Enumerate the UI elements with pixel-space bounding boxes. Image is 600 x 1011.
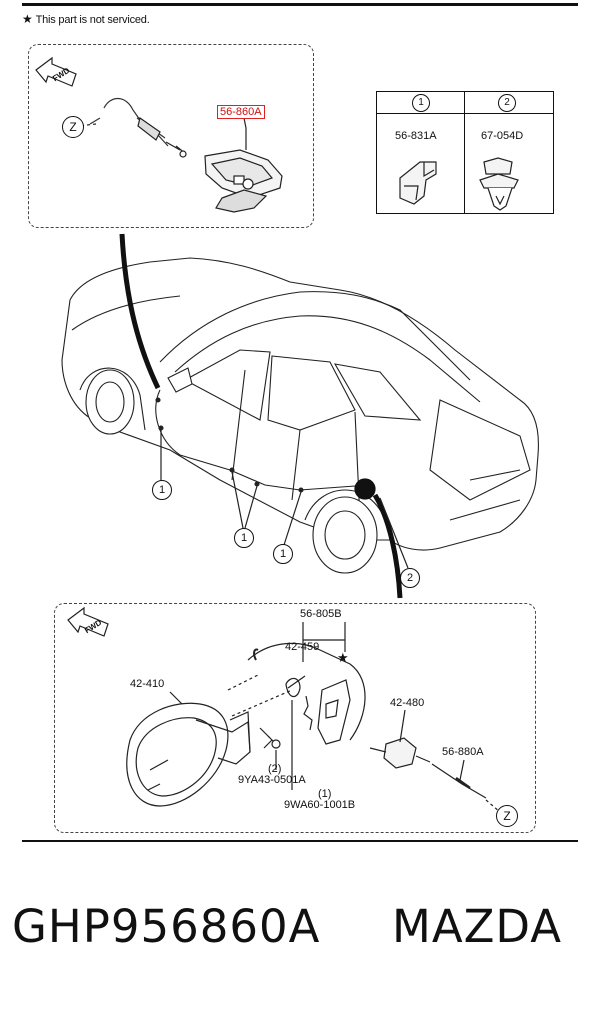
legend-divider-horizontal [377,113,553,114]
bottom-fwd-arrow [67,606,109,637]
part-56-805B: 56-805B [300,608,342,620]
car-callout-1b: 1 [234,528,254,548]
part-9YA43-0501A: 9YA43-0501A [238,774,306,786]
star-icon: ★ [22,12,33,26]
part-42-459: 42-459 [285,641,320,653]
not-serviced-note: ★This part is not serviced. [22,12,150,26]
qty-2: (2) [268,763,282,775]
highlighted-part-56-860A: 56-860A [217,105,265,119]
car-callout-2: 2 [400,568,420,588]
part-9WA60-1001B: 9WA60-1001B [284,799,356,811]
bottom-z-reference: Z [496,805,518,827]
footer-brand: MAZDA [392,900,563,953]
opener-detail-panel [28,44,314,228]
sedan-drawing [61,257,539,574]
part-56-880A: 56-880A [442,746,484,758]
clip-56-831A-drawing [399,161,437,205]
part-42-480: 42-480 [390,697,425,709]
top-rule [22,3,578,6]
note-text: This part is not serviced. [35,14,150,26]
fuel-filler-lid-drawing [126,702,251,807]
star-icon: ★ [337,650,349,665]
fuel-lid-marker [354,478,376,500]
fuel-lid-opener-drawing [204,117,283,213]
car-callout-1c: 1 [273,544,293,564]
clip-67-054D-drawing [479,157,519,211]
footer-part-number: GHP956860A [12,900,321,953]
clip-legend-table: 1 2 56-831A 67-054D [376,91,554,214]
legend-divider-vertical [464,92,465,213]
legend-part-1: 56-831A [395,130,437,142]
legend-num-2: 2 [498,94,516,112]
part-42-410: 42-410 [130,678,165,690]
car-callout-1a: 1 [152,480,172,500]
top-z-reference: Z [62,116,84,138]
top-fwd-arrow [35,56,77,87]
bottom-rule [22,840,578,842]
qty-1: (1) [318,788,332,800]
legend-num-1: 1 [412,94,430,112]
legend-part-2: 67-054D [481,130,524,142]
fuel-lid-detail-panel [54,603,536,833]
actuator-42-480-drawing [369,737,431,769]
